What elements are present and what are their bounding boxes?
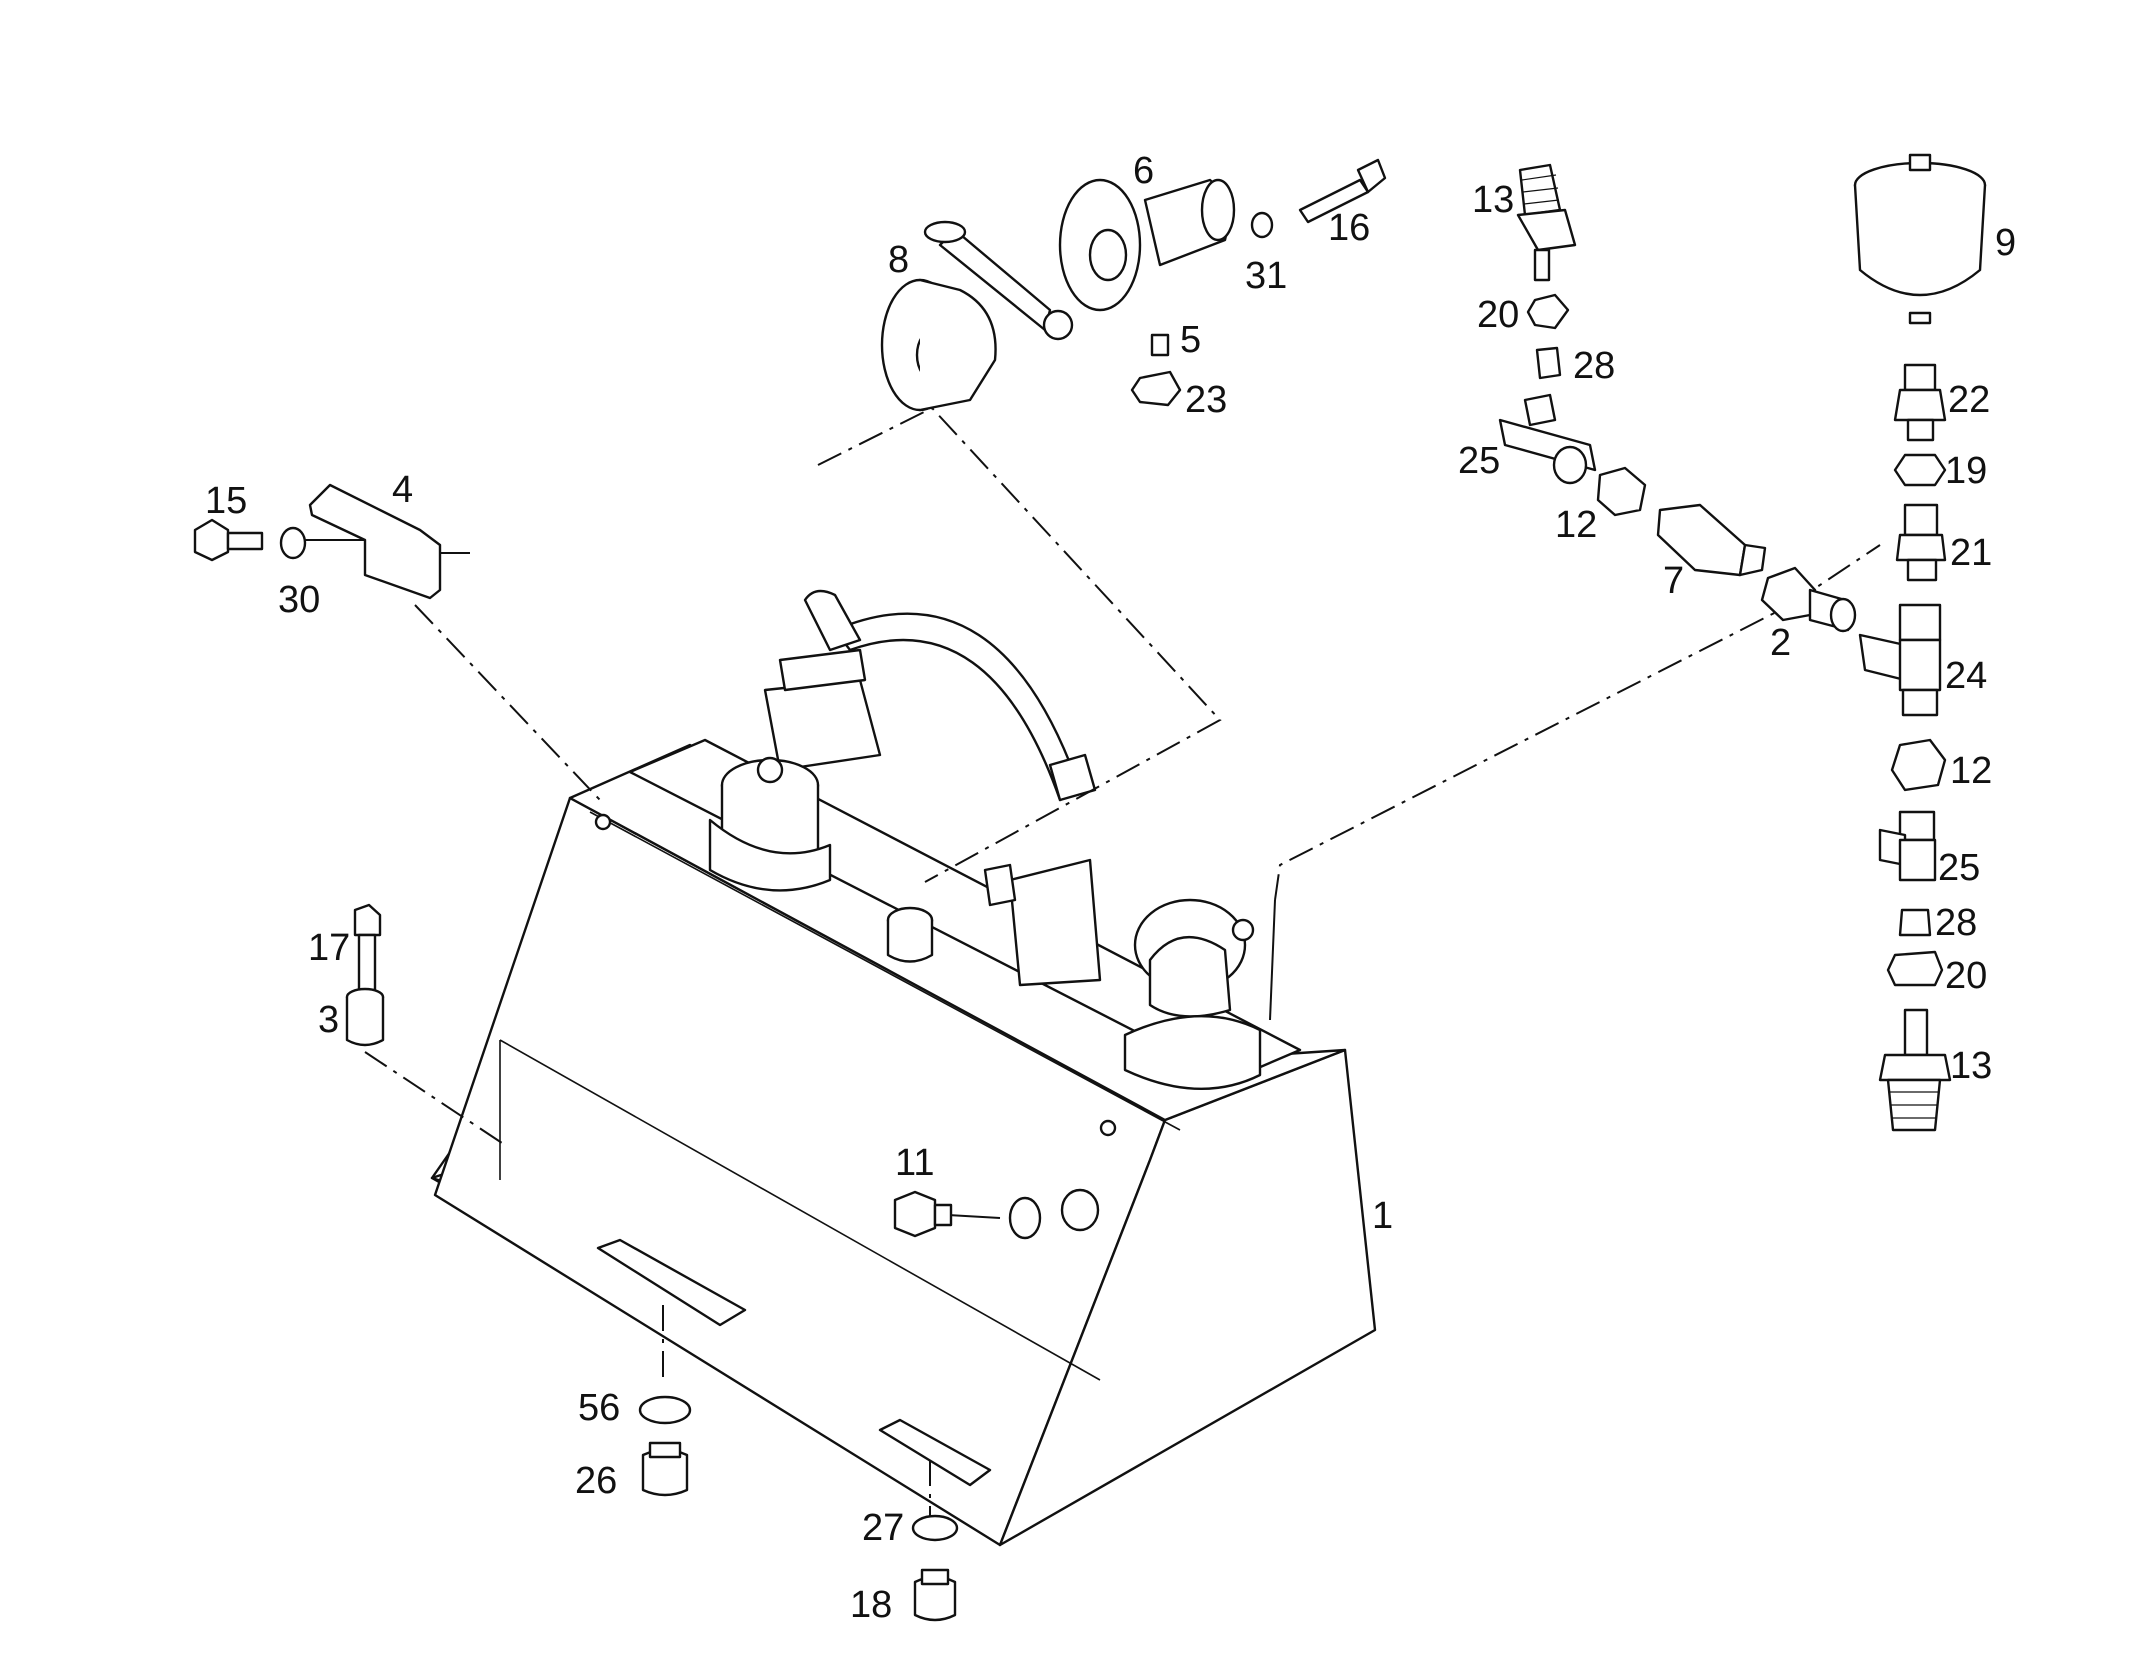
callout-28b: 28 [1935,902,1977,944]
strainer-13a-part [1516,163,1577,282]
bolt-15-part [193,518,264,562]
callout-7: 7 [1663,560,1684,602]
plug-11-part [893,1190,953,1238]
washer-30-part [279,526,307,560]
callout-22: 22 [1948,379,1990,421]
washer-56-part [638,1395,692,1425]
callout-20b: 20 [1945,955,1987,997]
callout-25a: 25 [1458,440,1500,482]
flange-adapter-part [1058,178,1236,312]
callout-19: 19 [1945,450,1987,492]
callout-16: 16 [1328,207,1370,249]
tee-25a-part [1498,393,1597,485]
callout-8: 8 [888,239,909,281]
fitting-22-part [1893,363,1947,442]
callout-31: 31 [1245,255,1287,297]
adapter-7-part [1656,503,1767,577]
callout-13a: 13 [1472,179,1514,221]
callout-28a: 28 [1573,345,1615,387]
accumulator-9-part [1853,153,1987,325]
callout-18: 18 [850,1584,892,1626]
fitting-21-part [1895,503,1947,582]
callout-5: 5 [1180,319,1201,361]
washer-27-part [911,1514,959,1542]
nut-12b-part [1890,738,1947,792]
callout-56: 56 [578,1387,620,1429]
nut-20b-part [1886,950,1944,987]
tee-25b-part [1878,810,1937,882]
washer-11a-part [1008,1196,1042,1240]
callout-2: 2 [1770,622,1791,664]
callout-21: 21 [1950,532,1992,574]
nut-12a-part [1596,466,1647,517]
callout-13b: 13 [1950,1045,1992,1087]
nipple-28a-part [1535,346,1562,380]
bracket-4-part [308,483,442,600]
callout-9: 9 [1995,222,2016,264]
callout-26: 26 [575,1460,617,1502]
callout-3: 3 [318,999,339,1041]
callout-24: 24 [1945,655,1987,697]
washer-11b-part [1060,1188,1100,1232]
pump-valve-assembly [628,589,1302,1091]
pump-flange-part [880,220,1074,412]
callout-25b: 25 [1938,847,1980,889]
bolt-17-part [353,903,382,992]
nut-19-part [1893,453,1947,487]
callout-12a: 12 [1555,504,1597,546]
callout-15: 15 [205,480,247,522]
spacer-3-part [345,987,385,1047]
callout-23: 23 [1185,379,1227,421]
bolt-16-part [1298,158,1387,224]
washer-31-part [1250,211,1274,239]
nut-23-part [1130,370,1182,407]
strainer-13b-part [1878,1008,1952,1132]
callout-labels: 1 2 3 4 5 6 7 8 9 11 12 12 13 13 15 16 1… [205,150,2016,1626]
plug-26-part [641,1441,689,1497]
plug-18-part [913,1568,957,1622]
adapter-2-part [1760,566,1857,633]
nut-20a-part [1526,293,1570,330]
stud-5-part [1150,333,1170,357]
callout-17: 17 [308,927,350,969]
callout-20a: 20 [1477,294,1519,336]
callout-6: 6 [1133,150,1154,192]
nipple-28b-part [1898,908,1932,937]
callout-1: 1 [1372,1195,1393,1237]
tee-24-part [1858,603,1942,717]
callout-27: 27 [862,1507,904,1549]
callout-11: 11 [895,1142,934,1184]
callout-4: 4 [392,469,413,511]
callout-30: 30 [278,579,320,621]
callout-12b: 12 [1950,750,1992,792]
